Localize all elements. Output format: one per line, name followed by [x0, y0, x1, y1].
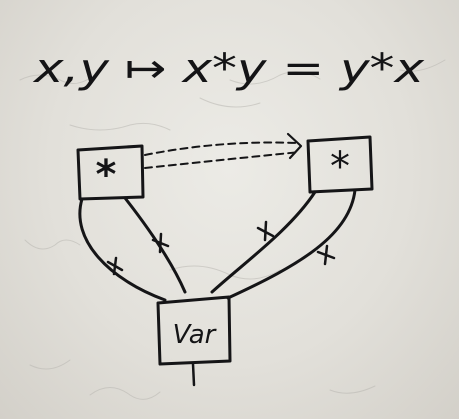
- right-strand: [210, 188, 357, 300]
- left-strand: [78, 196, 187, 302]
- right-box-star-symbol: *: [330, 144, 350, 190]
- formula-text: x,y ↦ x*y = y*x: [32, 46, 425, 92]
- left-box-star-symbol: *: [96, 152, 117, 198]
- left-box: [76, 144, 145, 201]
- dashed-double-arrow: [144, 132, 303, 169]
- var-box: [156, 295, 232, 387]
- var-box-label: Var: [173, 320, 218, 350]
- background-ghost-marks: [19, 59, 446, 400]
- right-box: [306, 135, 374, 194]
